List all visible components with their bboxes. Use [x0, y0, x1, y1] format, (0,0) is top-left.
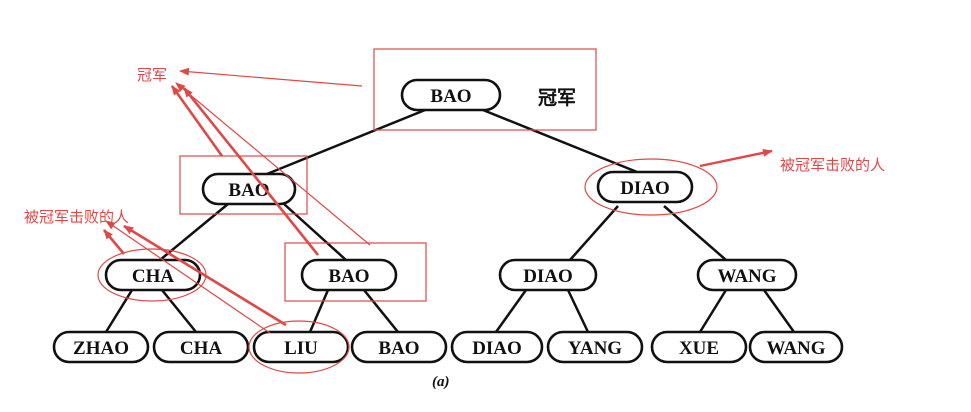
- node-l2c-label: DIAO: [523, 266, 573, 287]
- node-leaf6-label: YANG: [568, 338, 622, 359]
- highlight-box-root: [373, 48, 597, 131]
- node-leaf3-label: LIU: [284, 338, 318, 359]
- highlight-box-l2b: [284, 242, 427, 302]
- tree-edges: [104, 106, 796, 333]
- highlight-ellipse-l1right: [584, 158, 718, 216]
- node-leaf7-label: XUE: [679, 338, 719, 359]
- arrow-leaf3-thick: [123, 224, 287, 327]
- node-root-shape: [400, 78, 502, 112]
- highlight-ellipse-leaf3: [248, 320, 350, 374]
- tree-nodes: [52, 78, 844, 364]
- node-leaf4-label: BAO: [378, 338, 419, 359]
- edge-diao-diao: [494, 289, 528, 333]
- node-leaf2-label: CHA: [180, 338, 223, 359]
- node-leaf1-label: ZHAO: [73, 338, 129, 359]
- arrow-root-to-champion: [179, 67, 363, 87]
- node-l2b-shape: [300, 258, 398, 292]
- node-root-label: BAO: [430, 86, 471, 107]
- champion-label: 冠军: [538, 87, 576, 109]
- node-l2a-shape: [104, 258, 202, 292]
- node-l2c-shape: [498, 258, 598, 292]
- node-l2a-label: CHA: [132, 266, 175, 287]
- edge-wang-wang: [762, 289, 796, 333]
- annotation-champion: 冠军: [137, 66, 167, 84]
- node-leaf3-shape: [252, 330, 350, 364]
- highlight-box-l1left: [179, 155, 308, 215]
- node-leaf5-label: DIAO: [472, 338, 522, 359]
- annotation-highlights: [97, 48, 718, 374]
- edge-l1right-diao: [569, 205, 619, 261]
- annotation-arrows: [103, 67, 773, 334]
- arrow-l1left-to-champion: [170, 85, 224, 157]
- node-leaf1-shape: [52, 330, 150, 364]
- edge-l1left-baob: [283, 203, 347, 261]
- arrow-l2b-to-champion: [175, 82, 371, 246]
- edge-l1left-chab: [159, 203, 229, 261]
- arrow-cha-to-defeated: [103, 229, 125, 255]
- node-l1right-shape: [596, 170, 694, 204]
- node-l2d-shape: [696, 258, 798, 292]
- node-l1left-label: BAO: [228, 180, 269, 201]
- edge-cha-zhao: [104, 289, 134, 333]
- arrow-l2b-thick: [182, 87, 320, 256]
- node-leaf7-shape: [650, 330, 748, 364]
- arrow-diao-to-defeated: [699, 148, 773, 168]
- node-leaf2-shape: [152, 330, 250, 364]
- edge-cha-cha: [161, 289, 197, 333]
- node-l2d-label: WANG: [717, 266, 776, 287]
- arrow-leaf3-to-defeated: [105, 220, 271, 334]
- node-leaf8-label: WANG: [766, 338, 825, 359]
- node-leaf6-shape: [546, 330, 644, 364]
- edge-diao-yang: [566, 289, 590, 333]
- edge-root-l1left: [261, 106, 431, 178]
- node-l1right-label: DIAO: [620, 178, 670, 199]
- node-l2b-label: BAO: [328, 266, 369, 287]
- edge-wang-xue: [698, 289, 728, 333]
- node-leaf4-shape: [350, 330, 448, 364]
- figure-caption: (a): [432, 374, 450, 390]
- edge-l1right-wang: [663, 205, 727, 261]
- node-leaf5-shape: [450, 330, 544, 364]
- edge-bao-bao: [363, 289, 399, 333]
- annotation-defeated-right: 被冠军击败的人: [780, 156, 885, 174]
- edge-root-l1right: [477, 106, 643, 176]
- edge-bao-liu: [308, 289, 330, 333]
- node-leaf8-shape: [748, 330, 844, 364]
- annotation-defeated-left: 被冠军击败的人: [24, 208, 129, 226]
